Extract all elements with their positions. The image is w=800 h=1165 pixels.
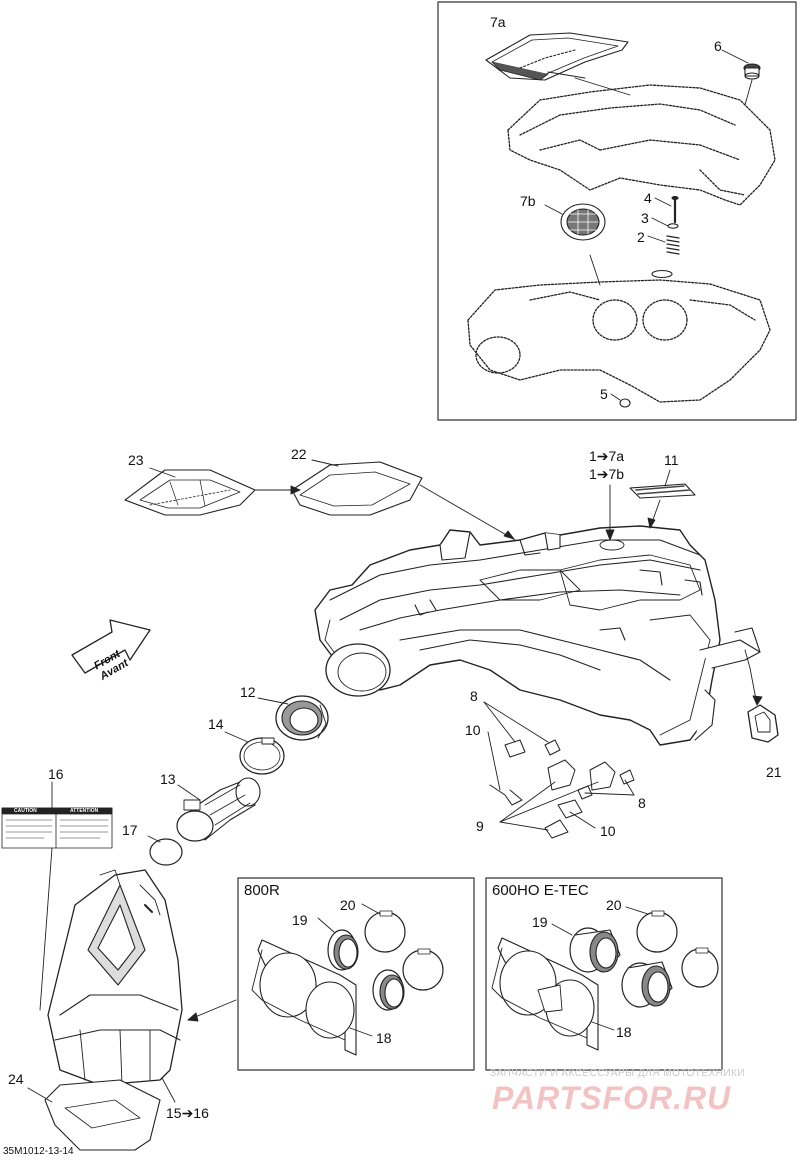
box-800r-title: 800R (244, 882, 280, 899)
callout-2: 2 (637, 229, 645, 245)
callout-1-7a: 1➔7a (589, 448, 625, 464)
callout-17: 17 (122, 822, 138, 838)
callout-9: 9 (476, 818, 484, 834)
box-600ho-frame (485, 877, 723, 1071)
part-24-pad (44, 1079, 161, 1151)
box-600ho-leaders (551, 906, 649, 1031)
callout-1-7b: 1➔7b (589, 466, 625, 482)
upper-housing-cover (507, 84, 776, 206)
part-2-spring (666, 235, 680, 255)
box-600ho-parts (491, 910, 719, 1051)
watermark-brand: PARTSFOR.RU (492, 1080, 732, 1116)
decal-attention-text: ATTENTION (70, 808, 99, 814)
callout-21: 21 (766, 764, 782, 780)
callout-24: 24 (8, 1071, 24, 1087)
callout-19-800r: 19 (292, 912, 308, 928)
part-21-seal (747, 704, 779, 743)
part-16-decal (1, 807, 113, 849)
lower-housing (467, 279, 771, 403)
part-14-clamp (239, 737, 285, 775)
callout-16: 16 (48, 766, 64, 782)
callout-4: 4 (644, 190, 652, 206)
retainer-washer (651, 269, 673, 279)
part-11-decal (629, 483, 696, 499)
bottom-leaders (27, 999, 237, 1103)
front-direction-arrow (71, 619, 151, 674)
part-3-washer (667, 223, 679, 229)
callout-10-bottom: 10 (600, 823, 616, 839)
part-12-adapter (275, 695, 329, 741)
callout-7a: 7a (490, 14, 506, 30)
top-leaders (544, 49, 749, 401)
callout-18-600ho: 18 (616, 1024, 632, 1040)
callout-20-800r: 20 (340, 897, 356, 913)
lower-airbox-15 (47, 869, 183, 1086)
callout-6: 6 (714, 38, 722, 54)
decal-caution-text: CAUTION (14, 808, 37, 814)
box-800r-frame (237, 877, 475, 1071)
callout-22: 22 (291, 446, 307, 462)
part-22-cover (291, 461, 423, 516)
callout-15-16: 15➔16 (166, 1105, 209, 1121)
part-7a-lid (485, 32, 629, 81)
part-code: 35M1012-13-14 (3, 1146, 74, 1157)
clip-leaders (483, 701, 635, 831)
callout-19-600ho: 19 (532, 914, 548, 930)
callout-20-600ho: 20 (606, 897, 622, 913)
box-800r-leaders (317, 903, 381, 1037)
callout-13: 13 (160, 771, 176, 787)
callout-18-800r: 18 (376, 1030, 392, 1046)
main-airbox (314, 525, 761, 746)
part-4-screw (671, 195, 679, 224)
callout-14: 14 (208, 716, 224, 732)
box-600ho-title: 600HO E-TEC (492, 882, 589, 899)
callout-12: 12 (240, 684, 256, 700)
part-5-bushing (619, 398, 631, 408)
callout-5: 5 (600, 386, 608, 402)
top-detail-frame (437, 1, 797, 421)
part-23-cover (124, 469, 256, 516)
watermark-tagline: ЗАПЧАСТИ И АКСЕССУАРЫ ДЛЯ МОТОТЕХНИКИ (490, 1068, 746, 1079)
callout-10-top: 10 (465, 722, 481, 738)
part-6-grommet (743, 63, 761, 106)
part-7b-filter (560, 203, 606, 241)
callout-8-bottom: 8 (638, 795, 646, 811)
callout-11: 11 (664, 452, 679, 468)
part-17-oring (149, 838, 183, 866)
callout-3: 3 (641, 210, 649, 226)
callout-7b: 7b (520, 193, 536, 209)
callout-8-top: 8 (470, 688, 478, 704)
leader-16-down (39, 847, 53, 1011)
part-13-boot (176, 777, 261, 842)
callout-23: 23 (128, 452, 144, 468)
box-800r-parts (251, 910, 444, 1056)
middle-leaders (147, 459, 763, 843)
